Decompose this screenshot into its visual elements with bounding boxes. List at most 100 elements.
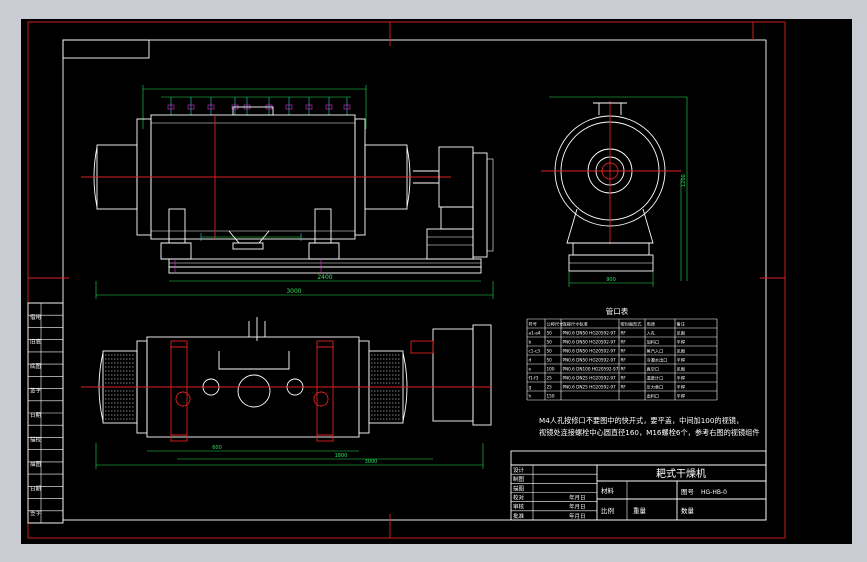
nozzle-cell: PN0.6 DN100 HG20592-97	[563, 367, 619, 372]
title-block: 设计制图描图校对年月日审核年月日批准年月日 耙式干燥机 图号 HG-HB-0 数…	[510, 450, 767, 521]
title-row-date: 年月日	[569, 494, 586, 502]
nozzle-cell: 150	[547, 394, 555, 399]
strip-label: 底图	[30, 362, 42, 370]
nozzle-cell: 平焊	[677, 357, 686, 364]
nozzle-cell: 平焊	[677, 393, 686, 400]
nozzle-cell: PN0.6 DN50 HG20592-97	[563, 349, 617, 354]
nozzle-cell: PN0.6 DN50 HG20592-97	[563, 358, 617, 363]
dim-top-body: 2400	[317, 274, 332, 281]
material-label: 材料	[601, 486, 615, 495]
strip-label: 描图	[30, 460, 42, 468]
nozzle-table-title: 管口表	[606, 306, 629, 316]
dim-plan-overall: 3000	[365, 459, 378, 465]
strip-label: 旧底	[30, 338, 42, 346]
nozzle-cell: 平焊	[677, 339, 686, 346]
nozzle-cell: PN0.6 DN25 HG20592-97	[563, 385, 617, 390]
title-row-label: 描图	[513, 484, 525, 492]
nozzle-cell: RF	[621, 340, 627, 345]
nozzle-cell: 公称尺寸	[547, 321, 564, 328]
nozzle-cell: 25	[547, 376, 553, 381]
nozzle-cell: RF	[621, 331, 627, 336]
title-row-label: 审核	[513, 503, 525, 511]
dim-top-overall: 3000	[286, 288, 301, 295]
drawing-no-label: 图号	[681, 488, 695, 496]
nozzle-cell: PN0.6 DN25 HG20592-97	[563, 376, 617, 381]
nozzle-cell: 50	[547, 358, 553, 363]
nozzle-cell: 平焊	[677, 375, 686, 382]
nozzle-cell: RF	[621, 385, 627, 390]
nozzle-cell: g	[529, 385, 532, 390]
nozzle-cell: 密封面形式	[621, 321, 643, 328]
drawing-title: 耙式干燥机	[656, 467, 706, 480]
note-line-1: M4人孔按修口不要图中的快开式，要平盖，中间加100的视镜，	[539, 416, 743, 425]
quantity-label: 数量	[681, 506, 695, 515]
nozzle-cell: 25	[547, 385, 553, 390]
nozzle-cell: d	[529, 358, 532, 363]
corner-code-box	[62, 39, 150, 59]
nozzle-cell: a1-a4	[529, 331, 541, 336]
nozzle-cell: 见图	[677, 349, 685, 355]
nozzle-cell: b	[529, 340, 532, 345]
nozzle-cell: 温度计口	[647, 375, 664, 382]
title-row-label: 设计	[513, 466, 525, 474]
nozzle-cell: 见图	[677, 331, 685, 337]
nozzle-cell: 加料口	[647, 339, 660, 346]
nozzle-cell: PN0.6 DN50 HG20592-97	[563, 340, 617, 345]
scale-label: 比例	[601, 506, 614, 515]
nozzle-cell: 见图	[677, 367, 685, 373]
nozzle-cell: 真空口	[647, 366, 660, 373]
strip-label: 描校	[30, 435, 42, 443]
drawing-no-value: HG-HB-0	[701, 489, 727, 496]
strip-label: 签字	[30, 509, 42, 517]
nozzle-cell: 50	[547, 349, 553, 354]
strip-label: 日期	[30, 485, 42, 492]
nozzle-cell: 50	[547, 331, 553, 336]
nozzle-cell: PN0.6 DN50 HG20592-97	[563, 331, 617, 336]
nozzle-cell: 连接尺寸标准	[563, 321, 588, 328]
nozzle-cell: 冷凝水出口	[647, 357, 668, 364]
weight-label: 重量	[633, 507, 647, 515]
strip-label: 签字	[30, 387, 42, 395]
note-line-2: 视镜处连接螺栓中心圆直径160，M16螺栓6个，参考右图的视镜组件	[539, 428, 760, 437]
title-row-date: 年月日	[569, 512, 586, 520]
manhole-center	[237, 374, 271, 408]
nozzle-cell: 入孔	[647, 330, 656, 337]
nozzle-cell: c1-c3	[529, 349, 541, 354]
side-section-view: 1200 900	[541, 96, 688, 287]
front-elevation-view: 3000 2400	[81, 85, 494, 299]
nozzle-cell: 平焊	[677, 384, 686, 391]
nozzle-cell: 用途	[647, 321, 656, 328]
motor	[426, 228, 474, 260]
nozzle-cell: 压力表口	[647, 384, 664, 391]
nozzle-cell: RF	[621, 358, 627, 363]
strip-label: 日期	[30, 412, 42, 419]
nozzle-cell: f1-f3	[529, 376, 539, 381]
nozzle-cell: 符号	[529, 321, 537, 328]
nozzle-cell: RF	[621, 349, 627, 354]
dim-plan-inner: 1800	[335, 453, 348, 459]
title-row-label: 校对	[513, 494, 525, 502]
nozzle-cell: 50	[547, 340, 553, 345]
cad-viewport[interactable]: 借用旧底底图签字日期描校描图日期签字	[21, 19, 852, 544]
nozzle-cell: 出料口	[647, 393, 660, 400]
technical-notes: M4人孔按修口不要图中的快开式，要平盖，中间加100的视镜， 视镜处连接螺栓中心…	[539, 416, 760, 437]
nozzle-cell: h	[529, 394, 532, 399]
nozzle-cell: e	[529, 367, 532, 372]
nozzle-cell: 蒸汽入口	[647, 348, 664, 355]
dim-plan-short: 600	[212, 445, 222, 451]
strip-label: 借用	[30, 313, 41, 321]
sheet-outer-border	[27, 21, 786, 539]
nozzle-cell: 备注	[677, 321, 686, 328]
title-row-label: 制图	[513, 475, 525, 483]
sheet-inner-border	[62, 39, 767, 521]
plan-view: 600 1800 3000	[81, 317, 492, 469]
nozzle-cell: RF	[621, 367, 627, 372]
nozzle-cell: RF	[621, 376, 627, 381]
nozzle-cell: 100	[547, 367, 555, 372]
title-row-date: 年月日	[569, 503, 586, 511]
dim-side-width: 900	[606, 277, 616, 283]
title-row-label: 批准	[513, 512, 525, 520]
